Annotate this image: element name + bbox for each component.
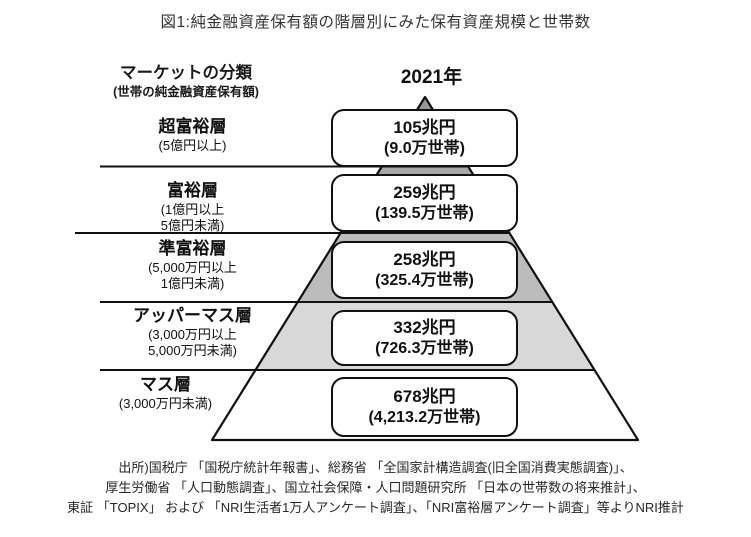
households-value: (9.0万世帯)	[384, 139, 465, 157]
tier-range: 5億円未満)	[160, 217, 225, 233]
pyramid-outline	[210, 95, 640, 442]
source-note-line: 東証 「TOPIX」 および 「NRI生活者1万人アンケート調査」、「NRI富裕…	[67, 500, 684, 515]
tier-range: (3,000万円未満)	[118, 395, 213, 411]
classification-column-header: マーケットの分類 (世帯の純金融資産保有額)	[75, 63, 297, 100]
tier-range: 1億円未満)	[160, 275, 225, 291]
tier-name: アッパーマス層	[133, 306, 252, 325]
assets-value: 332兆円	[393, 318, 456, 338]
households-value: (4,213.2万世帯)	[368, 408, 481, 426]
classification-header-title: マーケットの分類	[120, 64, 252, 82]
tier-range: (1億円以上	[160, 201, 225, 217]
assets-value: 258兆円	[393, 250, 456, 270]
tier-label-fuyuso: 富裕層 (1億円以上 5億円未満)	[85, 181, 300, 233]
households-value: (726.3万世帯)	[375, 339, 474, 357]
tier-range: 5,000万円未満)	[148, 342, 237, 358]
tier-range: (5,000万円以上	[148, 259, 237, 275]
tier-range: (5億円以上)	[158, 137, 227, 153]
tier-label-upper-mass: アッパーマス層 (3,000万円以上 5,000万円未満)	[85, 306, 300, 358]
source-note: 出所)国税庁 「国税庁統計年報書」、総務省 「全国家計構造調査(旧全国消費実態調…	[0, 458, 751, 518]
assets-value: 678兆円	[393, 387, 456, 407]
tier-range: (3,000万円以上	[148, 326, 237, 342]
year-header: 2021年	[400, 67, 463, 88]
value-box-jun-fuyuso: 258兆円 (325.4万世帯)	[331, 241, 518, 299]
classification-header-subtitle: (世帯の純金融資産保有額)	[113, 84, 259, 99]
value-box-cho-fuyuso: 105兆円 (9.0万世帯)	[331, 109, 518, 167]
assets-value: 105兆円	[393, 118, 456, 138]
tier-name: 超富裕層	[158, 117, 227, 136]
value-box-upper-mass: 332兆円 (726.3万世帯)	[331, 310, 518, 366]
source-note-line: 出所)国税庁 「国税庁統計年報書」、総務省 「全国家計構造調査(旧全国消費実態調…	[118, 460, 633, 475]
value-box-fuyuso: 259兆円 (139.5万世帯)	[331, 174, 518, 232]
tier-name: 準富裕層	[158, 239, 227, 258]
assets-value: 259兆円	[393, 183, 456, 203]
tier-label-mass: マス層 (3,000万円未満)	[58, 375, 273, 411]
source-note-line: 厚生労働省 「人口動態調査」、国立社会保障・人口問題研究所 「日本の世帯数の将来…	[105, 480, 646, 495]
value-box-mass: 678兆円 (4,213.2万世帯)	[331, 377, 518, 437]
tier-name: マス層	[140, 375, 191, 394]
figure-title: 図1:純金融資産保有額の階層別にみた保有資産規模と世帯数	[160, 14, 591, 31]
tier-label-cho-fuyuso: 超富裕層 (5億円以上)	[85, 117, 300, 153]
households-value: (139.5万世帯)	[375, 204, 474, 222]
households-value: (325.4万世帯)	[375, 271, 474, 289]
tier-label-jun-fuyuso: 準富裕層 (5,000万円以上 1億円未満)	[85, 239, 300, 291]
tier-name: 富裕層	[167, 181, 218, 200]
